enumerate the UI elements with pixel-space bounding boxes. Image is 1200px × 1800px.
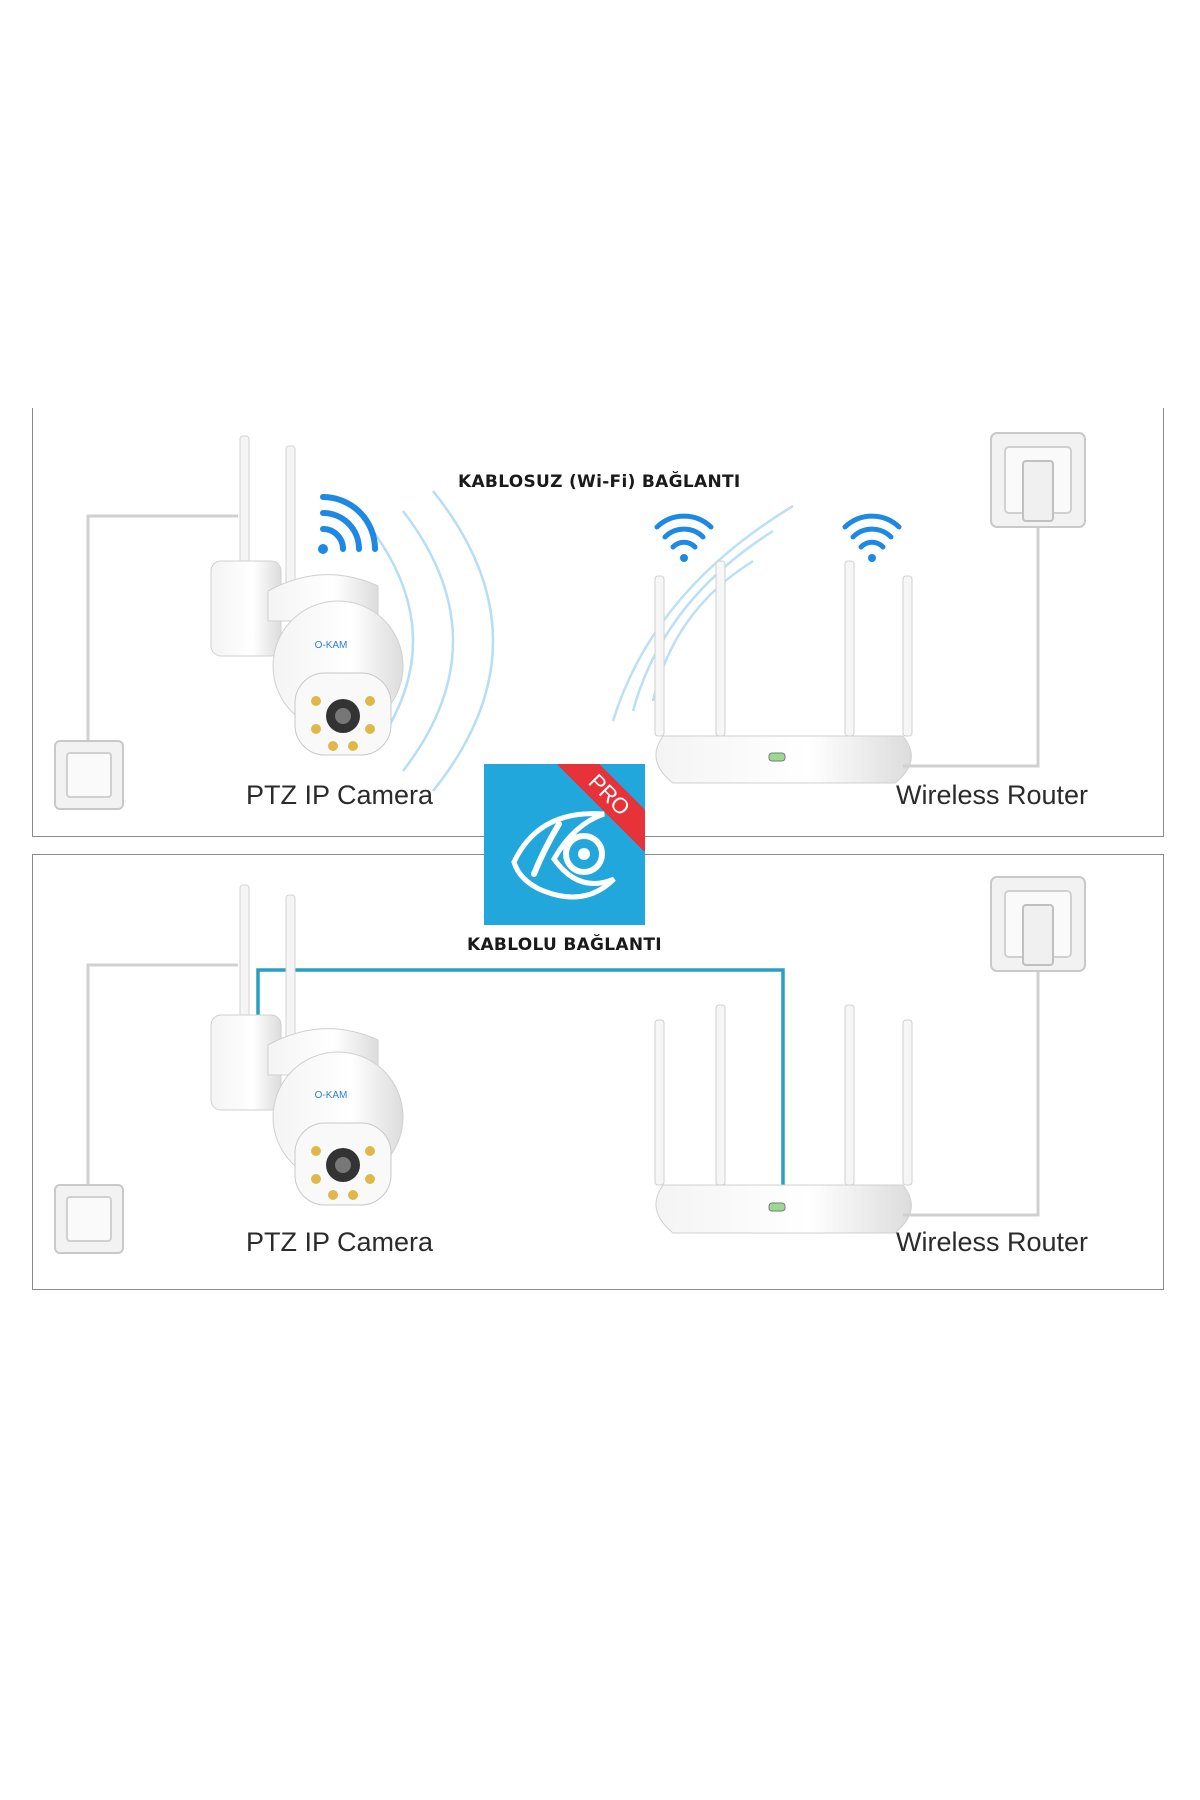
- wired-connection-panel: O-KAM KABLOLU BAĞLANTI PTZ IP Camera Wir…: [32, 854, 1164, 1290]
- wireless-heading: KABLOSUZ (Wi-Fi) BAĞLANTI: [458, 472, 741, 492]
- router-label: Wireless Router: [896, 780, 1089, 810]
- power-cable-right: [903, 521, 1040, 768]
- wifi-icon: [842, 513, 902, 562]
- wifi-icon: [318, 494, 378, 554]
- power-socket-icon: [54, 1184, 124, 1254]
- camera-label: PTZ IP Camera: [246, 780, 434, 810]
- power-socket-icon: [990, 876, 1086, 972]
- wired-scene: O-KAM: [54, 876, 1086, 1254]
- power-cable-right: [903, 965, 1040, 1217]
- router-icon: [654, 560, 913, 784]
- power-socket-icon: [990, 432, 1086, 528]
- camera-brand-label: O-KAM: [315, 640, 348, 651]
- router-icon: [654, 1004, 913, 1234]
- wireless-scene: O-KAM: [54, 432, 1086, 810]
- wired-heading: KABLOLU BAĞLANTI: [467, 935, 662, 955]
- router-label: Wireless Router: [896, 1227, 1089, 1257]
- camera-label: PTZ IP Camera: [246, 1227, 434, 1257]
- power-socket-icon: [54, 740, 124, 810]
- camera-icon: [210, 435, 404, 756]
- power-cable-left: [86, 963, 238, 1185]
- app-logo-graphic: [511, 811, 616, 900]
- wifi-icon: [654, 513, 714, 562]
- ethernet-cable: [256, 968, 785, 1195]
- camera-brand-label: O-KAM: [315, 1090, 348, 1101]
- app-logo-icon: PRO: [484, 764, 645, 925]
- power-cable-left: [86, 514, 238, 741]
- camera-icon: [210, 884, 404, 1206]
